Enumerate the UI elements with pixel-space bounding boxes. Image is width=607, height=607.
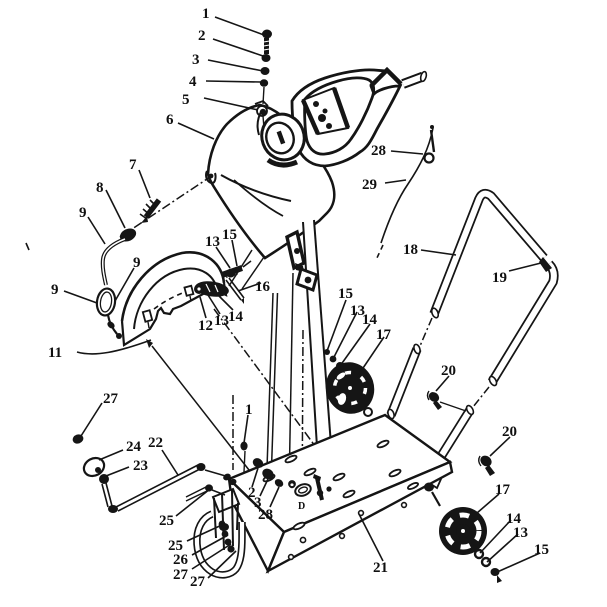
- svg-text:9: 9: [79, 205, 87, 221]
- svg-text:14: 14: [506, 511, 522, 527]
- svg-text:1: 1: [202, 6, 210, 22]
- svg-text:27: 27: [173, 567, 189, 583]
- svg-text:24: 24: [126, 439, 142, 455]
- svg-text:9: 9: [133, 255, 141, 271]
- svg-text:9: 9: [51, 282, 59, 298]
- svg-text:20: 20: [441, 363, 456, 379]
- svg-text:12: 12: [198, 318, 213, 334]
- svg-text:2: 2: [198, 28, 206, 44]
- svg-text:2: 2: [248, 485, 256, 501]
- svg-text:17: 17: [495, 482, 511, 498]
- svg-text:8: 8: [96, 180, 104, 196]
- svg-text:22: 22: [148, 435, 163, 451]
- svg-text:15: 15: [222, 227, 237, 243]
- svg-text:13: 13: [513, 525, 528, 541]
- svg-text:19: 19: [492, 270, 507, 286]
- svg-text:4: 4: [189, 74, 197, 90]
- svg-text:7: 7: [129, 157, 137, 173]
- svg-text:1: 1: [245, 402, 253, 418]
- svg-text:13: 13: [350, 303, 365, 319]
- svg-text:13: 13: [205, 234, 220, 250]
- svg-text:15: 15: [338, 286, 353, 302]
- svg-text:15: 15: [534, 542, 549, 558]
- svg-text:28: 28: [371, 143, 386, 159]
- svg-text:14: 14: [228, 309, 244, 325]
- svg-text:3: 3: [254, 495, 262, 511]
- svg-text:14: 14: [362, 312, 378, 328]
- svg-text:18: 18: [403, 242, 418, 258]
- svg-text:16: 16: [255, 279, 271, 295]
- svg-text:D: D: [298, 501, 305, 512]
- svg-text:27: 27: [103, 391, 119, 407]
- svg-text:17: 17: [376, 327, 392, 343]
- svg-text:25: 25: [159, 513, 174, 529]
- svg-text:29: 29: [362, 177, 377, 193]
- svg-text:25: 25: [168, 538, 183, 554]
- svg-text:21: 21: [373, 560, 388, 576]
- svg-text:3: 3: [192, 52, 200, 68]
- svg-text:6: 6: [166, 112, 174, 128]
- svg-text:13: 13: [214, 313, 229, 329]
- svg-text:23: 23: [133, 458, 148, 474]
- svg-text:5: 5: [182, 92, 190, 108]
- svg-text:11: 11: [48, 345, 62, 361]
- svg-text:27: 27: [190, 574, 206, 590]
- svg-text:26: 26: [173, 552, 189, 568]
- svg-text:28: 28: [258, 507, 273, 523]
- svg-text:20: 20: [502, 424, 517, 440]
